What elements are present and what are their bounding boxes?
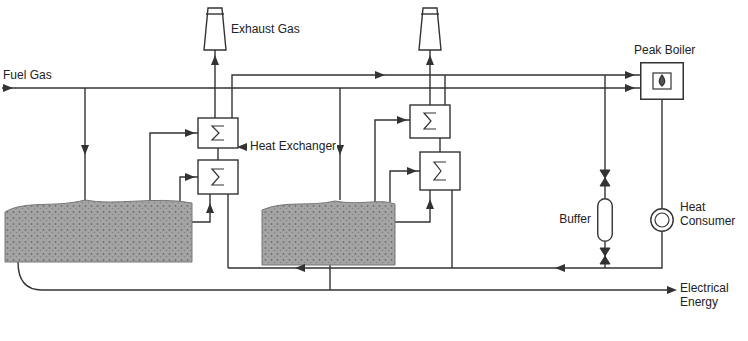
boiler-icon xyxy=(653,73,671,89)
buffer-tank-outline xyxy=(597,198,613,242)
heat-consumer-outline xyxy=(650,208,674,232)
piping xyxy=(2,50,672,290)
buffer-tank-label: Buffer xyxy=(559,212,591,226)
fuel-label: Fuel Gas xyxy=(2,68,53,82)
peak-boiler-label: Peak Boiler xyxy=(634,43,695,57)
heat-exchanger xyxy=(198,105,460,194)
buffer-tank: Buffer xyxy=(597,198,613,242)
peak-boiler-outline xyxy=(640,62,684,100)
peak-boiler: Peak Boiler xyxy=(640,62,684,100)
heat-consumer: Heat Consumer xyxy=(650,208,674,232)
electrical-label: Electrical Energy xyxy=(679,281,747,310)
engine xyxy=(5,200,395,265)
heat-consumer-label: Heat Consumer xyxy=(680,200,742,229)
exchanger-symbol xyxy=(212,113,446,185)
exhaust-stack xyxy=(204,8,441,50)
exhaust-label: Exhaust Gas xyxy=(230,22,301,36)
flow-arrow xyxy=(3,55,677,294)
pipe-connector xyxy=(661,100,662,208)
exchanger-label: Heat Exchanger xyxy=(249,139,337,153)
